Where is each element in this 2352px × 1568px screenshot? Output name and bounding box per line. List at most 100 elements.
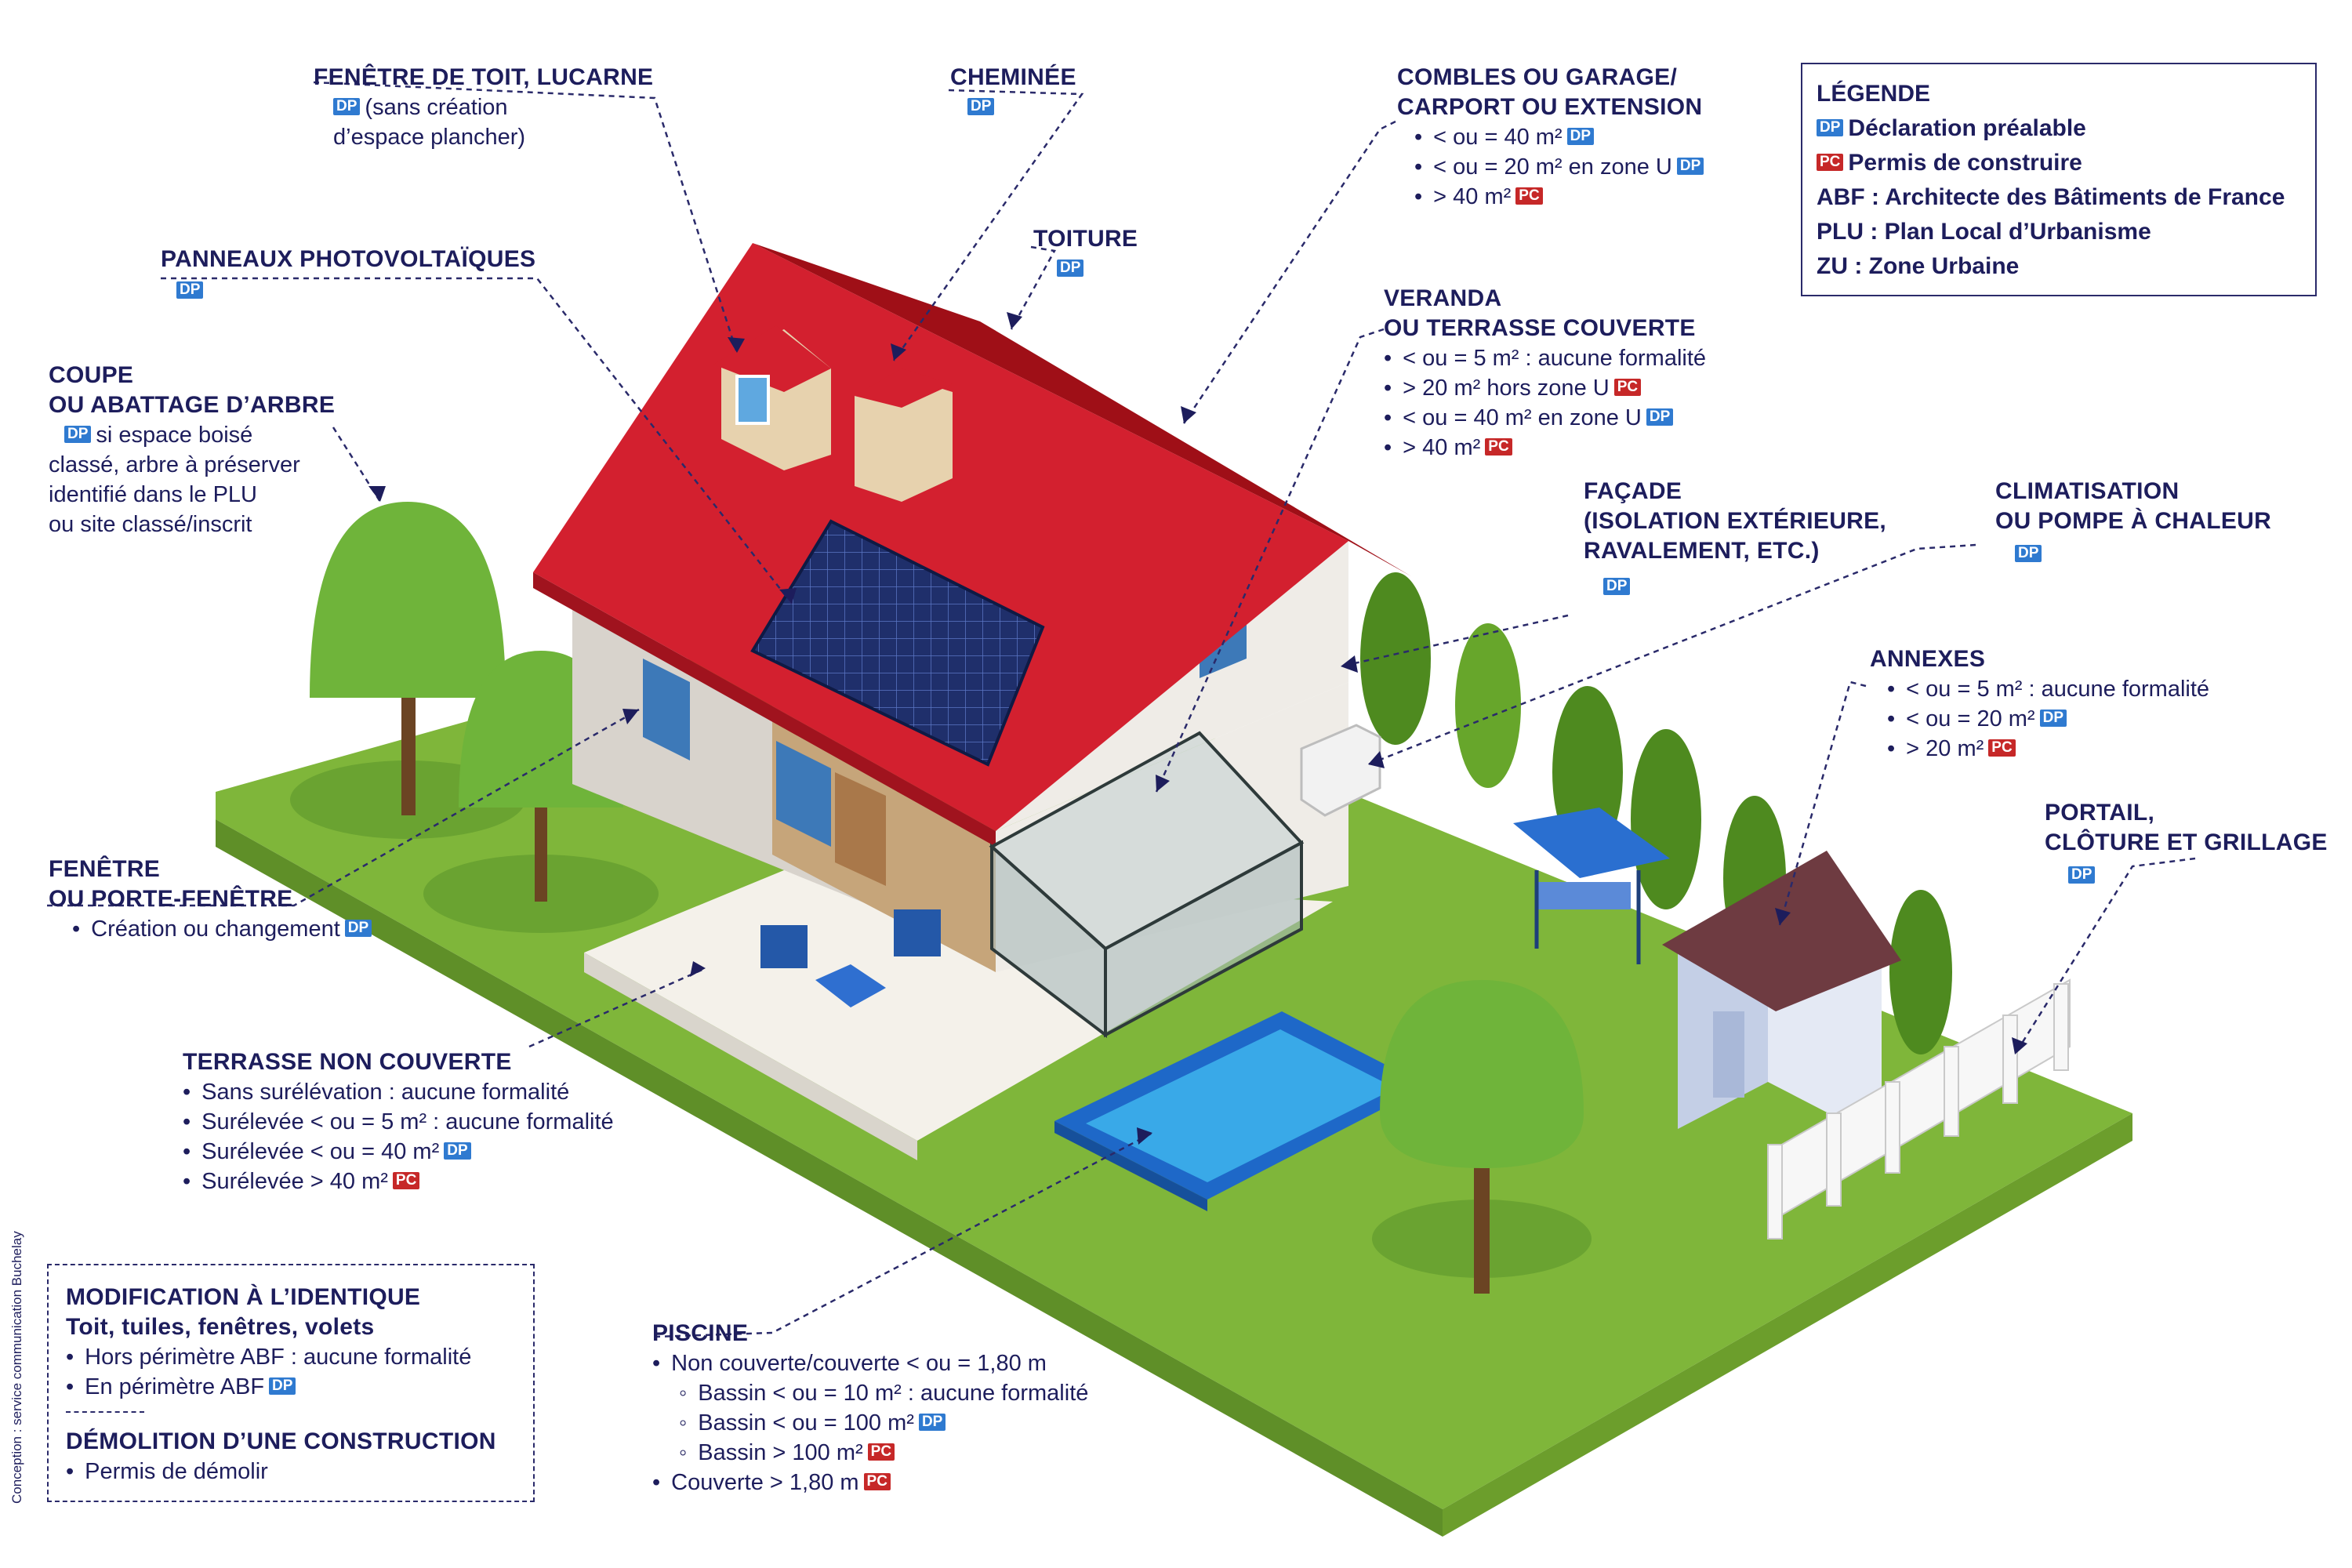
label-portail: PORTAIL, CLÔTURE ET GRILLAGE DP [2045, 798, 2328, 891]
dp-badge: DP [1646, 408, 1674, 426]
list-item: > 20 m² [1906, 736, 1984, 761]
list-item: > 20 m² hors zone U [1403, 376, 1610, 401]
list-item: Surélevée < ou = 5 m² : aucune formalité [201, 1109, 614, 1134]
label-title: OU ABATTAGE D’ARBRE [49, 392, 336, 418]
pc-badge: PC [1613, 379, 1642, 397]
label-title: COUPE [49, 362, 134, 388]
label-title: COMBLES OU GARAGE/ [1397, 64, 1678, 90]
label-panneaux: PANNEAUX PHOTOVOLTAÏQUES DP [161, 245, 535, 306]
label-title: OU PORTE-FENÊTRE [49, 886, 293, 912]
garden-shed [1662, 851, 1901, 1141]
swing-bench [1513, 808, 1670, 964]
identique-box: MODIFICATION À L’IDENTIQUE Toit, tuiles,… [47, 1264, 535, 1502]
label-title: CLÔTURE ET GRILLAGE [2045, 829, 2328, 855]
dp-badge: DP [2039, 710, 2067, 728]
pc-badge: PC [867, 1443, 895, 1461]
label-title: PISCINE [652, 1320, 749, 1346]
pc-badge: PC [1817, 154, 1844, 172]
identique-title: MODIFICATION À L’IDENTIQUE [66, 1284, 421, 1310]
list-item: En périmètre ABF [85, 1374, 265, 1399]
label-line: identifié dans le PLU [49, 482, 257, 507]
demolition-title: DÉMOLITION D’UNE CONSTRUCTION [66, 1428, 496, 1454]
pool [1054, 1011, 1427, 1211]
pc-badge: PC [1988, 739, 2016, 757]
legend-zu: ZU : Zone Urbaine [1817, 253, 2020, 279]
leader-lines [47, 81, 2196, 1338]
dp-badge: DP [64, 426, 92, 444]
dp-badge: DP [1676, 158, 1704, 176]
picket-fence [1767, 978, 2071, 1240]
label-title: RAVALEMENT, ETC.) [1584, 538, 1820, 564]
legend-plu: PLU : Plan Local d’Urbanisme [1817, 219, 2151, 245]
list-item: Surélevée < ou = 40 m² [201, 1139, 440, 1164]
label-facade: FAÇADE (ISOLATION EXTÉRIEURE, RAVALEMENT… [1584, 477, 1886, 602]
dp-badge: DP [2015, 545, 2042, 563]
label-line: ou site classé/inscrit [49, 512, 252, 537]
label-toiture: TOITURE DP [1033, 224, 1138, 284]
list-item: Bassin < ou = 10 m² : aucune formalité [698, 1381, 1089, 1406]
credit-text: Conception : service communication Buche… [9, 1231, 24, 1504]
list-item: Non couverte/couverte < ou = 1,80 m [671, 1351, 1047, 1376]
tree-right [1372, 980, 1592, 1294]
label-title: (ISOLATION EXTÉRIEURE, [1584, 508, 1887, 534]
list-item: Surélevée > 40 m² [201, 1169, 388, 1194]
house [533, 243, 1411, 1039]
list-item: < ou = 40 m² en zone U [1403, 405, 1642, 430]
label-title: ANNEXES [1870, 646, 1986, 672]
dp-badge: DP [918, 1414, 946, 1432]
label-title: PANNEAUX PHOTOVOLTAÏQUES [161, 246, 536, 272]
dp-badge: DP [2068, 866, 2096, 884]
label-title: CARPORT OU EXTENSION [1397, 94, 1703, 120]
label-annexes: ANNEXES < ou = 5 m² : aucune formalité <… [1870, 644, 2209, 764]
label-title: FENÊTRE DE TOIT, LUCARNE [314, 64, 654, 90]
dp-badge: DP [444, 1142, 471, 1160]
label-line: d’espace plancher) [333, 125, 526, 150]
patio-furniture [760, 909, 941, 1007]
divider [66, 1411, 144, 1413]
pc-badge: PC [863, 1473, 891, 1491]
legend-title: LÉGENDE [1817, 81, 1931, 107]
identique-subtitle: Toit, tuiles, fenêtres, volets [66, 1314, 375, 1340]
label-title: OU TERRASSE COUVERTE [1384, 315, 1696, 341]
dp-badge: DP [1817, 119, 1844, 137]
dp-badge: DP [176, 281, 204, 299]
dp-badge: DP [1566, 128, 1594, 146]
list-item: Hors périmètre ABF : aucune formalité [85, 1345, 472, 1370]
list-item: Création ou changement [91, 916, 340, 942]
label-climatisation: CLIMATISATION OU POMPE À CHALEUR DP [1995, 477, 2271, 569]
label-title: PORTAIL, [2045, 800, 2155, 826]
list-item: > 40 m² [1403, 435, 1481, 460]
legend-abf: ABF : Architecte des Bâtiments de France [1817, 184, 2285, 210]
dp-badge: DP [967, 98, 995, 116]
label-fenetre-toit: FENÊTRE DE TOIT, LUCARNE DP(sans créatio… [314, 63, 653, 152]
list-item: < ou = 20 m² [1906, 706, 2035, 731]
list-item: < ou = 20 m² en zone U [1433, 154, 1672, 180]
label-title: FAÇADE [1584, 478, 1682, 504]
list-item: > 40 m² [1433, 184, 1512, 209]
dp-badge: DP [344, 920, 372, 938]
pc-badge: PC [1485, 438, 1512, 456]
dp-badge: DP [333, 98, 361, 116]
list-item: < ou = 40 m² [1433, 125, 1563, 150]
leader-arrowheads [368, 312, 2027, 1145]
list-item: Bassin < ou = 100 m² [698, 1410, 914, 1436]
list-item: Couverte > 1,80 m [671, 1470, 859, 1495]
dp-badge: DP [269, 1377, 296, 1396]
label-line: si espace boisé [96, 423, 253, 448]
label-title: FENÊTRE [49, 856, 161, 882]
list-item: < ou = 5 m² : aucune formalité [1403, 346, 1707, 371]
list-item: Permis de démolir [85, 1459, 268, 1484]
list-item: < ou = 5 m² : aucune formalité [1906, 677, 2210, 702]
label-fenetre: FENÊTRE OU PORTE-FENÊTRE Création ou cha… [49, 855, 372, 944]
label-title: CLIMATISATION [1995, 478, 2180, 504]
label-title: OU POMPE À CHALEUR [1995, 508, 2272, 534]
pc-badge: PC [392, 1172, 420, 1190]
label-title: TERRASSE NON COUVERTE [183, 1049, 512, 1075]
label-combles: COMBLES OU GARAGE/ CARPORT OU EXTENSION … [1397, 63, 1704, 212]
label-piscine: PISCINE Non couverte/couverte < ou = 1,8… [652, 1319, 1088, 1497]
label-line: classé, arbre à préserver [49, 452, 300, 477]
list-item: Bassin > 100 m² [698, 1440, 863, 1465]
